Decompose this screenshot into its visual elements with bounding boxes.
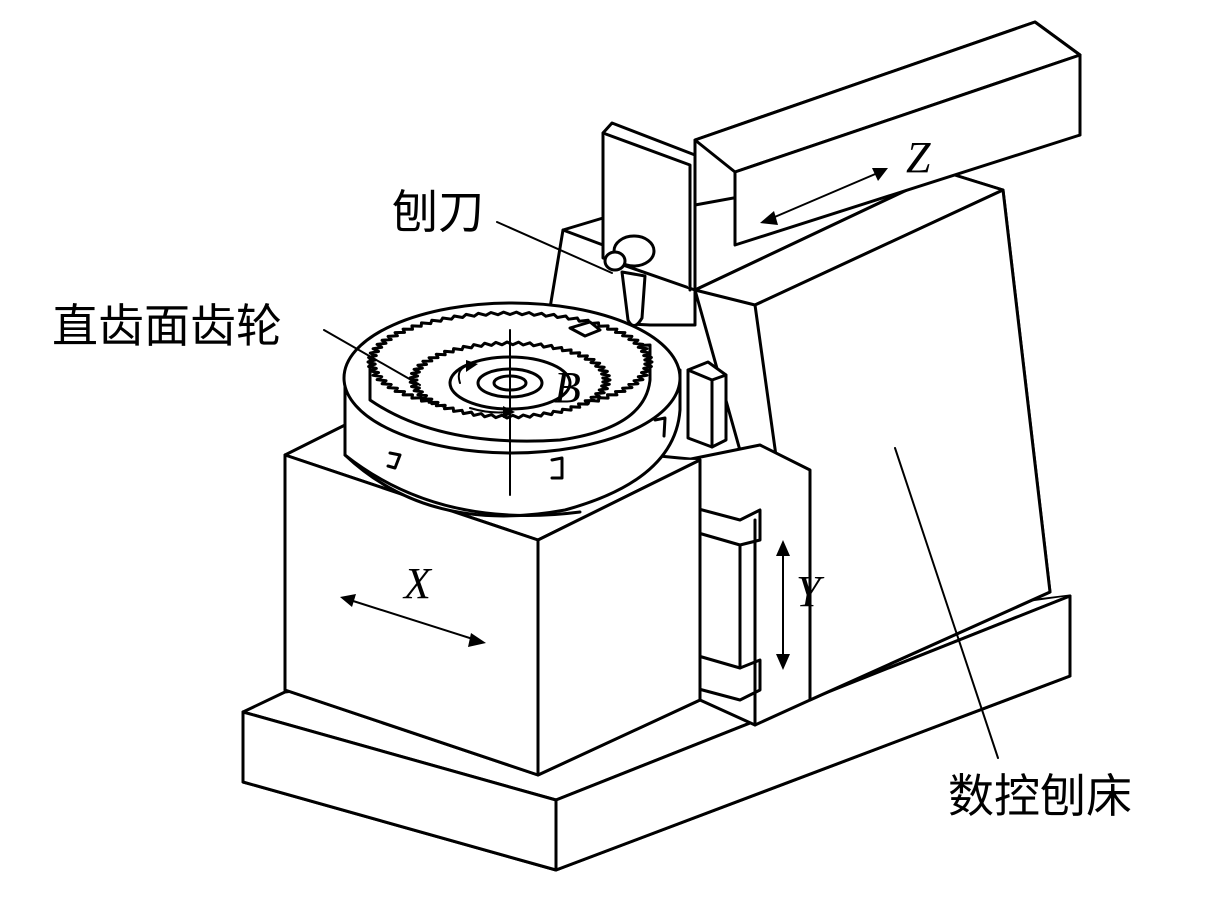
leader-planer-tool xyxy=(496,221,613,274)
column-side-block xyxy=(686,360,728,449)
label-axis-z: Z xyxy=(906,133,931,182)
y-axis-arrow xyxy=(776,540,790,670)
label-cnc-planer: 数控刨床 xyxy=(948,769,1132,823)
z-axis-arrow xyxy=(760,168,888,225)
x-axis-arrow xyxy=(340,594,486,647)
label-planer-tool: 刨刀 xyxy=(392,185,484,239)
y-slide xyxy=(684,443,812,727)
b-rotation-arrow xyxy=(457,360,515,418)
leader-cnc-planer xyxy=(894,447,999,759)
planer-tool xyxy=(603,234,656,327)
tool-head xyxy=(546,121,697,327)
label-axis-y: Y xyxy=(796,567,825,616)
label-axis-x: X xyxy=(402,559,433,608)
leader-spur-face-gear xyxy=(323,329,421,386)
label-spur-face-gear: 直齿面齿轮 xyxy=(52,299,282,353)
label-axis-b: B xyxy=(554,363,581,412)
